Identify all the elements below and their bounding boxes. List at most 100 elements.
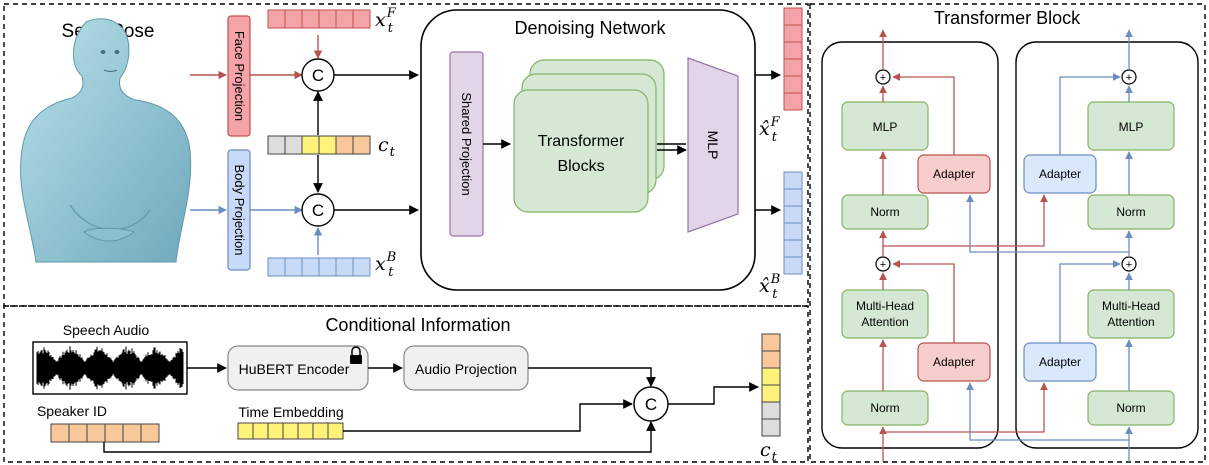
body-norm-2-box (1087, 390, 1175, 426)
strip-xf-cell (335, 9, 354, 29)
body-projection-label: Body Projection (232, 164, 247, 255)
strip-cv-cell (761, 418, 781, 437)
strip-of-cell (783, 41, 803, 60)
conditional-information-title: Conditional Information (325, 315, 510, 335)
strip-spk-cell (68, 423, 88, 443)
strip-xf-cell (352, 9, 371, 29)
strip-time-cell (282, 422, 299, 440)
face-mha-label-1: Multi-Head (856, 299, 914, 313)
x-body-token-strip (267, 257, 371, 277)
body-concat-symbol: C (312, 201, 324, 220)
strip-time-cell (327, 422, 344, 440)
strip-time-cell (237, 422, 254, 440)
face-projection-label: Face Projection (232, 31, 247, 121)
face-norm-1-label: Norm (870, 205, 899, 219)
speech-audio-label: Speech Audio (63, 322, 150, 338)
strip-ct-cell (267, 135, 286, 155)
strip-xb-cell (284, 257, 303, 277)
face-add-2-symbol: + (880, 259, 886, 271)
strip-spk-cell (86, 423, 106, 443)
strip-ct-cell (352, 135, 371, 155)
strip-ob-cell (783, 171, 803, 190)
strip-time-cell (267, 422, 284, 440)
face-mlp-label: MLP (873, 120, 898, 134)
strip-of-cell (783, 92, 803, 111)
strip-spk-cell (50, 423, 70, 443)
time-embedding-token-strip (237, 422, 344, 440)
face-mha-box (841, 289, 929, 339)
strip-xf-cell (284, 9, 303, 29)
body-adapter-2-label: Adapter (1039, 355, 1081, 369)
body-norm-2-label: Norm (1116, 401, 1145, 415)
strip-cv-cell (761, 384, 781, 403)
c-token-strip (267, 135, 371, 155)
strip-ct-cell (284, 135, 303, 155)
strip-ob-cell (783, 188, 803, 207)
face-adapter-1-label: Adapter (933, 167, 975, 181)
strip-time-cell (312, 422, 329, 440)
body-add-1-symbol: + (1126, 72, 1132, 84)
x-hat-body-token-strip (783, 171, 803, 275)
strip-ct-cell (335, 135, 354, 155)
time-embedding-label: Time Embedding (238, 404, 343, 420)
strip-time-cell (252, 422, 269, 440)
network-mlp-trapezoid (687, 57, 739, 233)
face-projection-box (227, 15, 251, 137)
face-concat-symbol: C (312, 66, 324, 85)
hubert-encoder-label: HuBERT Encoder (239, 361, 350, 377)
face-mlp-box (841, 101, 929, 151)
strip-ct-cell (318, 135, 337, 155)
shared-projection-label: Shared Projection (459, 92, 474, 195)
body-norm-1-box (1087, 194, 1175, 230)
body-mha-label-1: Multi-Head (1102, 299, 1160, 313)
strip-ob-cell (783, 222, 803, 241)
body-flow-arrows (966, 29, 1133, 462)
face-adapter-2-label: Adapter (933, 355, 975, 369)
c-vertical-token-strip (761, 333, 781, 437)
strip-xf-cell (267, 9, 286, 29)
speaker-id-to-concat-arrow (103, 421, 656, 453)
time-embedding-to-concat-arrow (343, 399, 633, 432)
network-mlp-label: MLP (705, 131, 721, 160)
strip-cv-cell (761, 401, 781, 420)
audio-projection-label: Audio Projection (415, 361, 517, 377)
strip-spk-cell (104, 423, 124, 443)
transformer-blocks-box (513, 89, 649, 213)
transformer-block-panel (809, 3, 1206, 463)
strip-ob-cell (783, 256, 803, 275)
face-norm-1-box (841, 194, 929, 230)
strip-ob-cell (783, 239, 803, 258)
conditional-panel (3, 305, 809, 463)
strip-xf-cell (301, 9, 320, 29)
face-add-1-symbol: + (880, 72, 886, 84)
body-norm-1-label: Norm (1116, 205, 1145, 219)
strip-of-cell (783, 24, 803, 43)
body-mha-label-2: Attention (1107, 315, 1154, 329)
strip-ct-cell (301, 135, 320, 155)
body-mlp-box (1087, 101, 1175, 151)
strip-cv-cell (761, 333, 781, 352)
transformer-blocks-label-2: Blocks (557, 158, 604, 175)
strip-xb-cell (352, 257, 371, 277)
generation-panel (3, 3, 809, 307)
strip-xb-cell (318, 257, 337, 277)
denoising-network-title: Denoising Network (514, 18, 666, 38)
speaker-id-label: Speaker ID (37, 403, 107, 419)
audio-waveform (36, 346, 184, 390)
strip-of-cell (783, 7, 803, 26)
strip-xb-cell (301, 257, 320, 277)
lock-icon (350, 346, 362, 364)
strip-xb-cell (335, 257, 354, 277)
c-symbol: ct (378, 134, 396, 160)
face-norm-2-label: Norm (870, 401, 899, 415)
face-flow-arrows (879, 29, 1048, 462)
strip-xb-cell (267, 257, 286, 277)
strip-ob-cell (783, 205, 803, 224)
strip-cv-cell (761, 350, 781, 369)
audio-projection-to-concat-arrow (528, 367, 656, 387)
